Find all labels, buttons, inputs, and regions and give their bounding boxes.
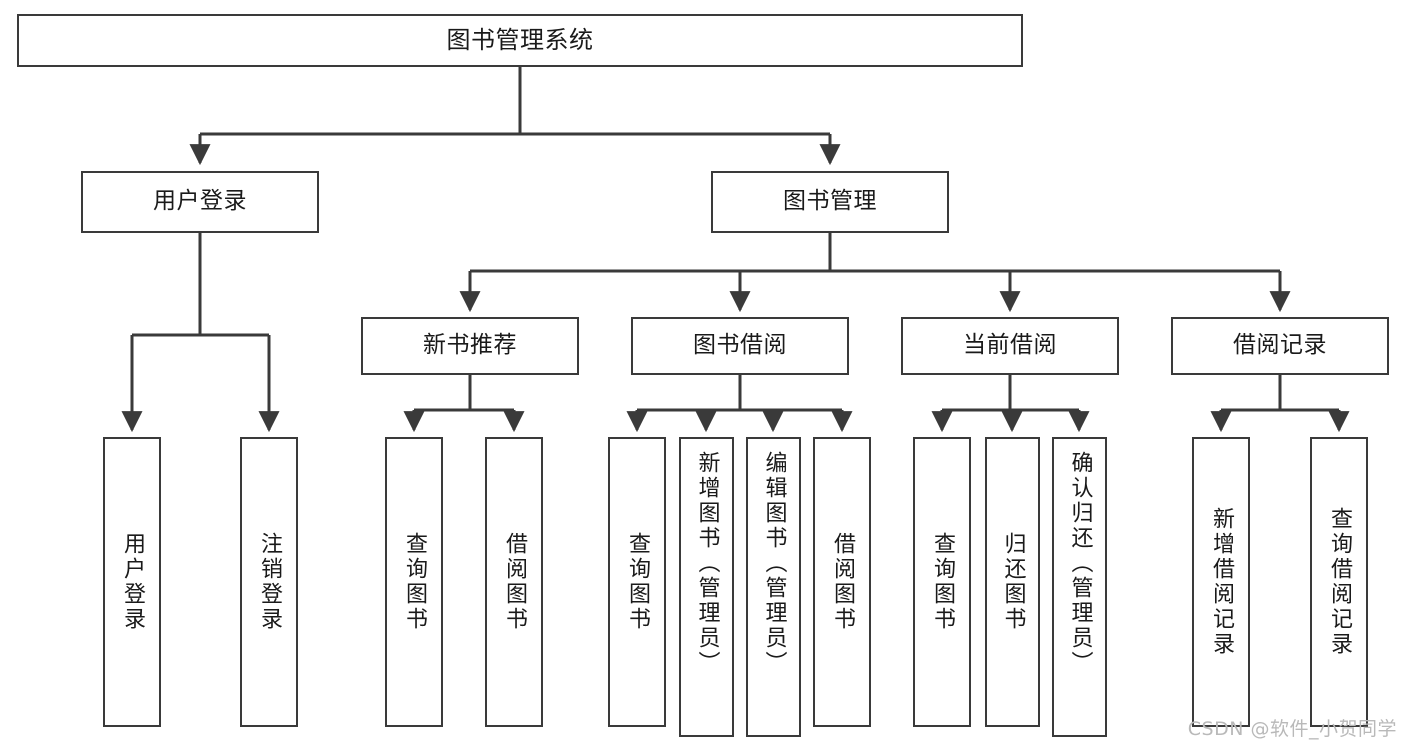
- node-label: 编辑图书（管理员）: [761, 451, 787, 676]
- leaf-user-login[interactable]: 用户登录: [103, 437, 161, 727]
- node-label: 用户登录: [153, 188, 247, 215]
- node-label: 新增图书（管理员）: [694, 451, 720, 676]
- leaf-confirm-return-admin[interactable]: 确认归还（管理员）: [1052, 437, 1107, 737]
- leaf-edit-book-admin[interactable]: 编辑图书（管理员）: [746, 437, 801, 737]
- node-current-borrow[interactable]: 当前借阅: [901, 317, 1119, 375]
- node-label: 借阅记录: [1233, 332, 1327, 359]
- node-user-login[interactable]: 用户登录: [81, 171, 319, 233]
- leaf-logout[interactable]: 注销登录: [240, 437, 298, 727]
- node-label: 新增借阅记录: [1208, 507, 1234, 657]
- node-label: 图书借阅: [693, 332, 787, 359]
- node-label: 新书推荐: [423, 332, 517, 359]
- node-new-book-recommend[interactable]: 新书推荐: [361, 317, 579, 375]
- node-label: 图书管理: [783, 188, 877, 215]
- node-label: 确认归还（管理员）: [1067, 451, 1093, 676]
- node-borrow-record[interactable]: 借阅记录: [1171, 317, 1389, 375]
- node-label: 图书管理系统: [446, 26, 594, 55]
- leaf-query-book-borrow[interactable]: 查询图书: [608, 437, 666, 727]
- leaf-add-book-admin[interactable]: 新增图书（管理员）: [679, 437, 734, 737]
- node-label: 注销登录: [256, 532, 282, 632]
- leaf-return-book[interactable]: 归还图书: [985, 437, 1040, 727]
- node-label: 当前借阅: [963, 332, 1057, 359]
- leaf-add-borrow-record[interactable]: 新增借阅记录: [1192, 437, 1250, 727]
- leaf-borrow-book[interactable]: 借阅图书: [813, 437, 871, 727]
- node-label: 查询图书: [401, 532, 427, 632]
- leaf-query-book-current[interactable]: 查询图书: [913, 437, 971, 727]
- leaf-query-book-recommend[interactable]: 查询图书: [385, 437, 443, 727]
- node-label: 借阅图书: [829, 532, 855, 632]
- node-label: 查询图书: [929, 532, 955, 632]
- node-label: 借阅图书: [501, 532, 527, 632]
- node-label: 查询借阅记录: [1326, 507, 1352, 657]
- node-label: 查询图书: [624, 532, 650, 632]
- node-book-management[interactable]: 图书管理: [711, 171, 949, 233]
- node-label: 归还图书: [1000, 532, 1026, 632]
- leaf-borrow-book-recommend[interactable]: 借阅图书: [485, 437, 543, 727]
- leaf-query-borrow-record[interactable]: 查询借阅记录: [1310, 437, 1368, 727]
- node-root-system[interactable]: 图书管理系统: [17, 14, 1023, 67]
- node-label: 用户登录: [119, 532, 145, 632]
- csdn-watermark: CSDN @软件_小贺同学: [1187, 718, 1397, 740]
- node-book-borrow[interactable]: 图书借阅: [631, 317, 849, 375]
